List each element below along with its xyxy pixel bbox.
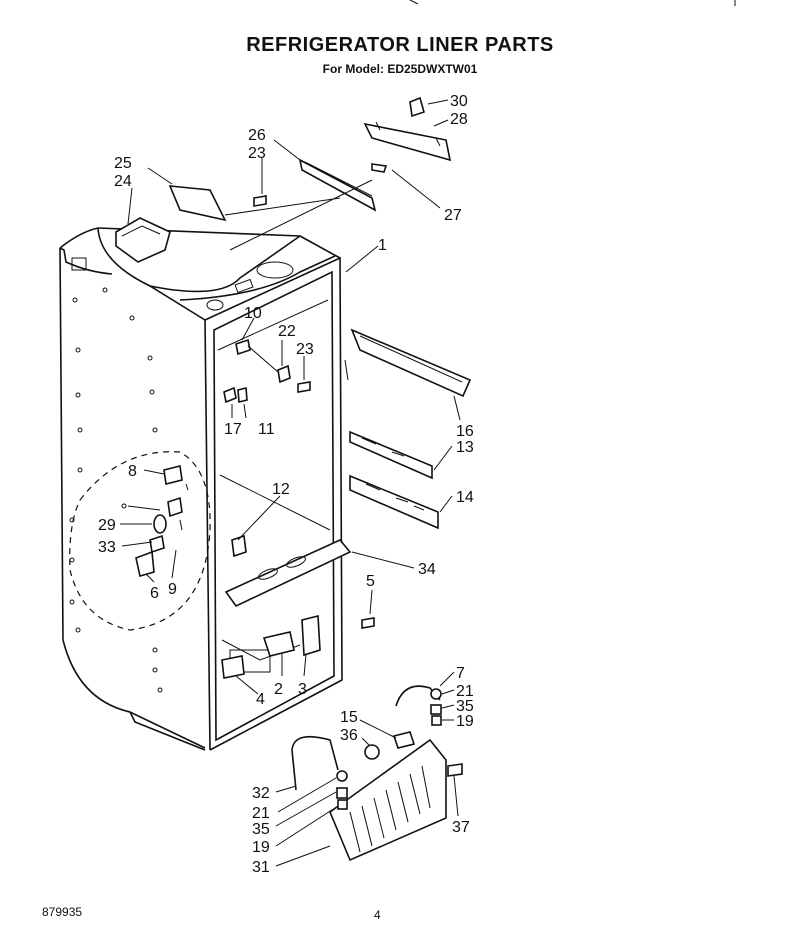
callout-31: 31 <box>252 859 270 876</box>
callout-35: 35 <box>456 698 474 715</box>
callout-34: 34 <box>418 561 436 578</box>
callout-32: 32 <box>252 785 270 802</box>
refrigerator-liner <box>59 227 349 751</box>
callout-2: 2 <box>274 681 283 698</box>
callout-labels: 30 28 26 23 25 24 27 1 10 22 23 17 11 16… <box>98 93 474 876</box>
callout-35: 35 <box>252 821 270 838</box>
callout-11: 11 <box>258 421 275 438</box>
callout-24: 24 <box>114 173 132 190</box>
right-parts <box>221 328 472 679</box>
callout-23: 23 <box>248 145 266 162</box>
callout-23: 23 <box>296 341 314 358</box>
document-number: 879935 <box>42 905 83 919</box>
callout-17: 17 <box>224 421 242 438</box>
callout-4: 4 <box>256 691 265 708</box>
callout-7: 7 <box>456 665 465 682</box>
page-title: REFRIGERATOR LINER PARTS <box>246 34 554 56</box>
callout-3: 3 <box>298 681 307 698</box>
callout-16: 16 <box>456 423 474 440</box>
callout-28: 28 <box>450 111 468 128</box>
callout-21: 21 <box>252 805 270 822</box>
callout-30: 30 <box>450 93 468 110</box>
callout-36: 36 <box>340 727 358 744</box>
callout-13: 13 <box>456 439 474 456</box>
interior-parts <box>223 338 311 558</box>
callout-5: 5 <box>366 573 375 590</box>
callout-14: 14 <box>456 489 474 506</box>
callout-33: 33 <box>98 539 116 556</box>
model-subtitle: For Model: ED25DWXTW01 <box>322 62 478 76</box>
evaporator-assembly <box>291 685 463 862</box>
callout-22: 22 <box>278 323 296 340</box>
callout-21: 21 <box>456 683 474 700</box>
callout-9: 9 <box>168 581 177 598</box>
callout-25: 25 <box>114 155 132 172</box>
callout-19: 19 <box>456 713 474 730</box>
callout-12: 12 <box>272 481 290 498</box>
callout-15: 15 <box>340 709 358 726</box>
callout-26: 26 <box>248 127 266 144</box>
top-parts <box>115 96 452 263</box>
lamp-switch-cluster <box>121 465 189 578</box>
scan-mark <box>409 0 419 5</box>
callout-6: 6 <box>150 585 159 602</box>
leader-lines <box>120 99 461 867</box>
callout-10: 10 <box>244 305 262 322</box>
callout-1: 1 <box>378 237 387 254</box>
callout-29: 29 <box>98 517 116 534</box>
callout-19: 19 <box>252 839 270 856</box>
callout-27: 27 <box>444 207 462 224</box>
callout-37: 37 <box>452 819 470 836</box>
page-number: 4 <box>374 908 381 922</box>
callout-8: 8 <box>128 463 137 480</box>
